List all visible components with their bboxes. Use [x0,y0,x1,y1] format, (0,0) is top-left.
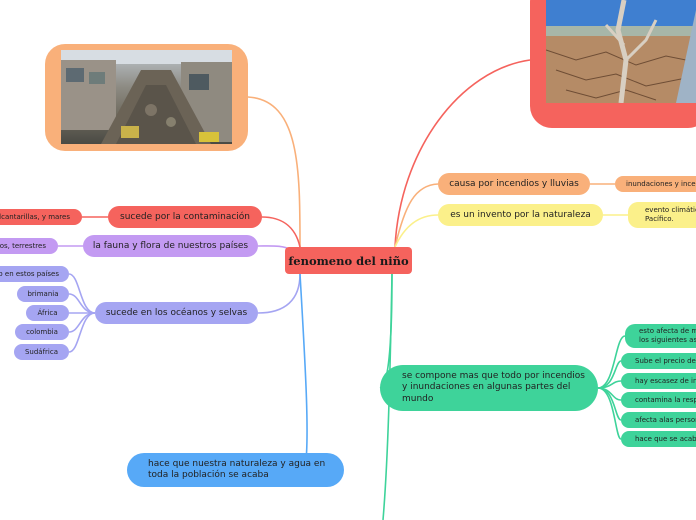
subtopic-invento[interactable]: evento climátic Pacífico. [628,202,696,228]
subtopic-causa-label: inundaciones y incen [626,180,696,188]
topic-contaminacion[interactable]: sucede por la contaminación [108,206,262,228]
topic-compone[interactable]: se compone mas que todo por incendios y … [380,365,598,411]
subtopic-contaminacion[interactable]: alcantarillas, y mares [0,209,82,225]
compone-child-3-label: hay escasez de insu [635,377,696,385]
subtopic-contaminacion-label: alcantarillas, y mares [0,213,70,221]
oceanos-child-4-label: colombia [26,328,58,336]
topic-invento[interactable]: es un invento por la naturaleza [438,204,603,226]
compone-child-4-label: contamina la respi [635,396,696,404]
topic-fauna-label: la fauna y flora de nuestros países [92,241,249,251]
compone-child-6-label: hace que se acabe [635,435,696,443]
flood-photo-art [61,50,232,144]
compone-child-5-label: afecta alas persona [635,416,696,424]
topic-fauna[interactable]: la fauna y flora de nuestros países [83,235,258,257]
oceanos-child-1-label: o en estos países [0,270,59,278]
central-topic[interactable]: fenomeno del niño [285,247,412,274]
topic-invento-label: es un invento por la naturaleza [450,210,591,220]
flood-photo-frame [45,44,248,151]
oceanos-child-5[interactable]: Sudáfrica [14,344,69,360]
compone-child-4[interactable]: contamina la respi [621,392,696,408]
subtopic-causa[interactable]: inundaciones y incen [615,176,696,192]
flood-street-photo [61,50,232,144]
compone-child-3[interactable]: hay escasez de insu [621,373,696,389]
oceanos-child-1[interactable]: o en estos países [0,266,69,282]
compone-child-1[interactable]: esto afecta de ma los siguientes asp [625,324,696,348]
topic-naturaleza[interactable]: hace que nuestra naturaleza y agua en to… [127,453,344,487]
oceanos-child-4[interactable]: colombia [15,324,69,340]
topic-causa[interactable]: causa por incendios y lluvias [438,173,590,195]
topic-oceanos-label: sucede en los océanos y selvas [105,308,248,318]
compone-child-6[interactable]: hace que se acabe [621,431,696,447]
oceanos-child-2-label: brimania [27,290,59,298]
oceanos-child-2[interactable]: brimania [17,286,69,302]
compone-child-2[interactable]: Sube el precio de l [621,353,696,369]
drought-cracked-earth-photo [545,0,696,104]
drought-photo-art [545,0,696,104]
subtopic-invento-label: evento climátic Pacífico. [645,206,696,223]
subtopic-fauna[interactable]: os, terrestres [0,238,58,254]
topic-compone-label: se compone mas que todo por incendios y … [402,371,585,404]
topic-causa-label: causa por incendios y lluvias [449,179,579,189]
drought-photo-frame [530,0,696,128]
topic-contaminacion-label: sucede por la contaminación [120,212,250,222]
compone-child-1-label: esto afecta de ma los siguientes asp [639,327,696,344]
topic-oceanos[interactable]: sucede en los océanos y selvas [95,302,258,324]
compone-child-5[interactable]: afecta alas persona [621,412,696,428]
oceanos-child-5-label: Sudáfrica [24,348,59,356]
oceanos-child-3-label: África [37,309,58,317]
compone-child-2-label: Sube el precio de l [635,357,696,365]
oceanos-child-3[interactable]: África [26,305,69,321]
central-topic-label: fenomeno del niño [288,253,409,268]
topic-naturaleza-label: hace que nuestra naturaleza y agua en to… [148,458,326,480]
subtopic-fauna-label: os, terrestres [0,242,46,250]
